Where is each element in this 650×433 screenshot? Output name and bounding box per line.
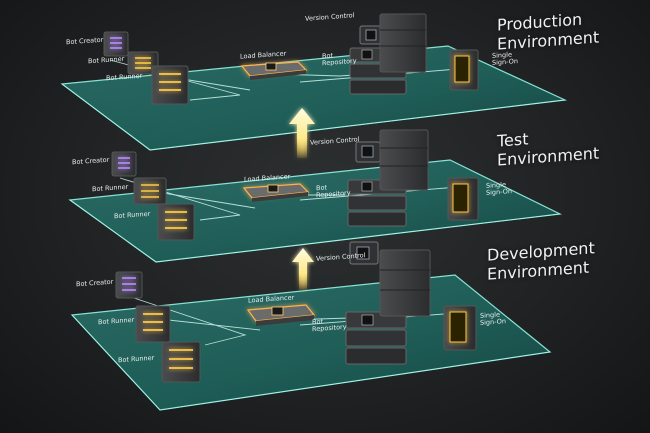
- version-control-tower: [379, 249, 431, 317]
- bot-creator-server: [115, 271, 143, 299]
- bot-runner-server: [151, 65, 189, 105]
- bot-runner-server: [161, 341, 201, 383]
- test-components: [111, 129, 479, 241]
- bot-creator-server: [103, 31, 129, 57]
- bot-repository-label: Bot Repository: [316, 183, 351, 199]
- single-sign-on-label: Single Sign-On: [492, 51, 518, 67]
- production-environment-title: Production Environment: [497, 8, 599, 54]
- version-control-tower: [379, 13, 427, 73]
- version-control-server: [359, 25, 383, 45]
- load-balancer-device: [240, 61, 308, 80]
- test-environment-title: Test Environment: [497, 124, 599, 169]
- bot-repository-label: Bot Repository: [312, 317, 347, 333]
- production-components: [103, 13, 479, 105]
- load-balancer-device: [246, 304, 316, 326]
- single-sign-on-server: [447, 177, 479, 221]
- single-sign-on-server: [449, 49, 479, 91]
- version-control-server: [349, 241, 379, 265]
- bot-repository-stack: [345, 311, 407, 365]
- version-control-server: [355, 141, 381, 163]
- development-environment-title: Development Environment: [487, 238, 595, 284]
- single-sign-on-label: Single Sign-On: [480, 311, 506, 327]
- bot-repository-label: Bot Repository: [322, 51, 357, 67]
- version-control-tower: [379, 129, 429, 191]
- bot-runner-server: [133, 177, 167, 205]
- bot-runner-server: [127, 51, 159, 75]
- bot-creator-server: [111, 151, 137, 177]
- single-sign-on-server: [443, 305, 477, 351]
- bot-runner-server: [157, 203, 195, 241]
- load-balancer-device: [242, 183, 310, 202]
- bot-runner-server: [135, 305, 171, 343]
- promote-arrow-test-to-prod: [289, 108, 315, 158]
- promote-arrow-dev-to-test: [292, 248, 314, 290]
- single-sign-on-label: Single Sign-On: [486, 181, 512, 197]
- development-components: [115, 241, 477, 383]
